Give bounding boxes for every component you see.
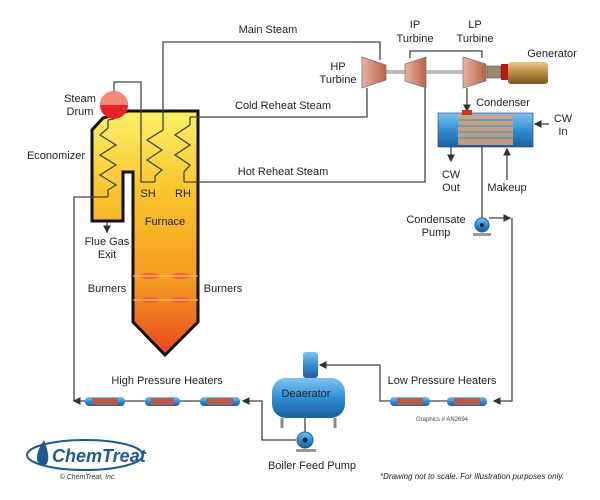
drum-to-sh-line [113,81,155,183]
label-steam-drum-1: Steam [64,93,96,105]
piping [72,41,549,441]
label-makeup: Makeup [487,182,526,194]
turbine-train [361,56,548,89]
boiler [90,91,200,358]
label-hp-turbine-1: HP [330,61,345,73]
generator [508,62,548,84]
condensate-to-lp-line [492,218,513,405]
label-burners-left: Burners [88,283,127,295]
condensate-pump [473,217,491,236]
label-condensate-pump-2: Pump [422,227,451,239]
label-boiler-feed-pump: Boiler Feed Pump [268,460,356,472]
label-sh: SH [140,188,155,200]
label-lp-turbine-1: LP [468,19,481,31]
label-cw-out-1: CW [442,169,461,181]
label-main-steam: Main Steam [239,24,298,36]
label-ip-turbine-1: IP [410,19,420,31]
drum-to-econ-line [107,118,115,121]
label-ip-turbine-2: Turbine [397,33,434,45]
label-hot-reheat: Hot Reheat Steam [238,166,329,178]
shaft [386,70,502,74]
label-flue-gas-1: Flue Gas [85,236,130,248]
label-cw-in-2: In [558,126,567,138]
burners [133,273,198,303]
boiler-body [90,109,200,358]
label-hp-heaters: High Pressure Heaters [111,375,223,387]
label-condensate-pump-1: Condensate [406,214,465,226]
main-steam-line [162,41,381,125]
lp-turbine [462,56,487,89]
label-deaerator: Deaerator [282,388,331,400]
crossover-line [409,50,483,58]
hp-turbine [361,56,387,89]
economizer-coil [98,120,118,197]
label-furnace: Furnace [145,216,185,228]
label-cw-in-1: CW [554,113,573,125]
label-hp-turbine-2: Turbine [320,74,357,86]
generator-coupling [501,64,508,80]
hot-reheat-line [184,88,426,183]
ip-turbine [404,56,427,89]
superheater-coil [145,125,164,182]
label-lp-turbine-2: Turbine [457,33,494,45]
bfp-to-hp-line [241,397,296,441]
hp-heaters [85,397,240,406]
label-cw-out-2: Out [442,182,460,194]
label-rh: RH [175,188,191,200]
label-burners-right: Burners [204,283,243,295]
logo-text: ChemTreat [52,446,147,466]
copyright: © ChemTreat, Inc. [60,473,117,481]
boiler-feed-pump [296,431,316,452]
label-economizer: Economizer [27,150,85,162]
steam-drum [100,91,128,119]
label-cold-reheat: Cold Reheat Steam [235,100,331,112]
label-lp-heaters: Low Pressure Heaters [388,375,497,387]
chemtreat-logo: ChemTreat © ChemTreat, Inc. [26,439,147,481]
droplet-icon [36,440,49,466]
label-steam-drum-2: Drum [67,106,94,118]
footnote: *Drawing not to scale. For illustration … [380,472,564,481]
label-condenser: Condenser [476,97,530,109]
condenser [437,110,534,148]
lp-heaters [390,397,487,406]
coupling [486,65,502,79]
label-flue-gas-2: Exit [98,249,116,261]
reheater-coil [173,117,192,182]
label-generator: Generator [527,48,577,60]
deaerator [272,352,345,428]
cold-reheat-line [190,88,368,118]
graphics-id: Graphics # AN2694 [416,417,469,423]
lp-to-deaerator-line [318,361,390,402]
